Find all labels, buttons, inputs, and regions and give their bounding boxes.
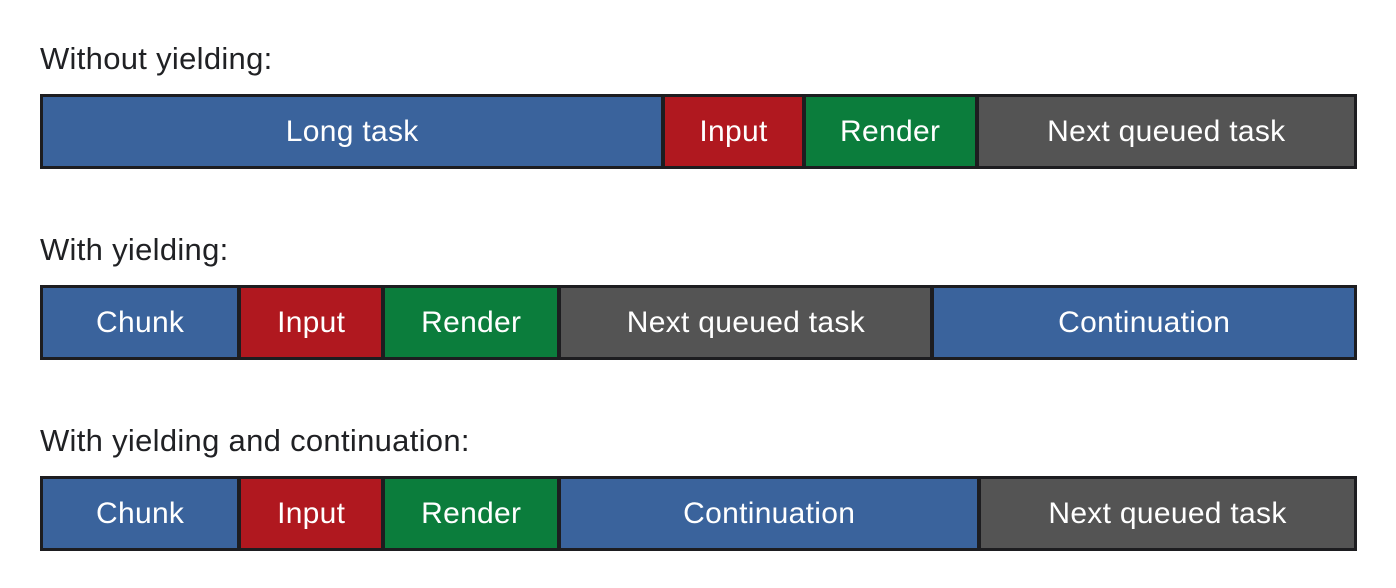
segment-label: Continuation — [1058, 305, 1231, 339]
timeline-row: With yielding and continuation: Chunk In… — [40, 423, 1357, 551]
segment-label: Render — [421, 305, 522, 339]
row-heading: With yielding: — [40, 232, 229, 267]
segment-label: Long task — [285, 114, 419, 148]
segment-render: Render — [801, 97, 975, 166]
segment-long-task: Long task — [43, 97, 662, 166]
segment-label: Chunk — [96, 496, 185, 530]
segment-render: Render — [381, 288, 558, 357]
segment-label: Next queued task — [626, 305, 866, 339]
timeline-bar: Chunk Input Render Next queued task Cont… — [40, 285, 1357, 360]
row-heading: With yielding and continuation: — [40, 423, 470, 458]
segment-chunk: Chunk — [43, 479, 238, 548]
segment-label: Next queued task — [1048, 496, 1287, 530]
segment-label: Chunk — [96, 305, 185, 339]
segment-input: Input — [237, 288, 382, 357]
segment-next-queued-task: Next queued task — [974, 97, 1354, 166]
segment-label: Continuation — [683, 496, 856, 530]
row-heading: Without yielding: — [40, 41, 273, 76]
segment-label: Input — [277, 496, 346, 530]
segment-label: Input — [699, 114, 768, 148]
segment-continuation: Continuation — [557, 479, 978, 548]
task-timeline-diagram: Without yielding: Long task Input Render… — [40, 41, 1357, 551]
segment-label: Input — [277, 305, 346, 339]
segment-continuation: Continuation — [930, 288, 1354, 357]
timeline-row: Without yielding: Long task Input Render… — [40, 41, 1357, 169]
timeline-bar: Long task Input Render Next queued task — [40, 94, 1357, 169]
segment-render: Render — [381, 479, 558, 548]
segment-input: Input — [661, 97, 802, 166]
segment-next-queued-task: Next queued task — [557, 288, 931, 357]
segment-input: Input — [237, 479, 382, 548]
segment-label: Next queued task — [1047, 114, 1286, 148]
segment-label: Render — [840, 114, 941, 148]
segment-label: Render — [421, 496, 522, 530]
timeline-row: With yielding: Chunk Input Render Next q… — [40, 232, 1357, 360]
segment-next-queued-task: Next queued task — [977, 479, 1354, 548]
timeline-bar: Chunk Input Render Continuation Next que… — [40, 476, 1357, 551]
segment-chunk: Chunk — [43, 288, 238, 357]
